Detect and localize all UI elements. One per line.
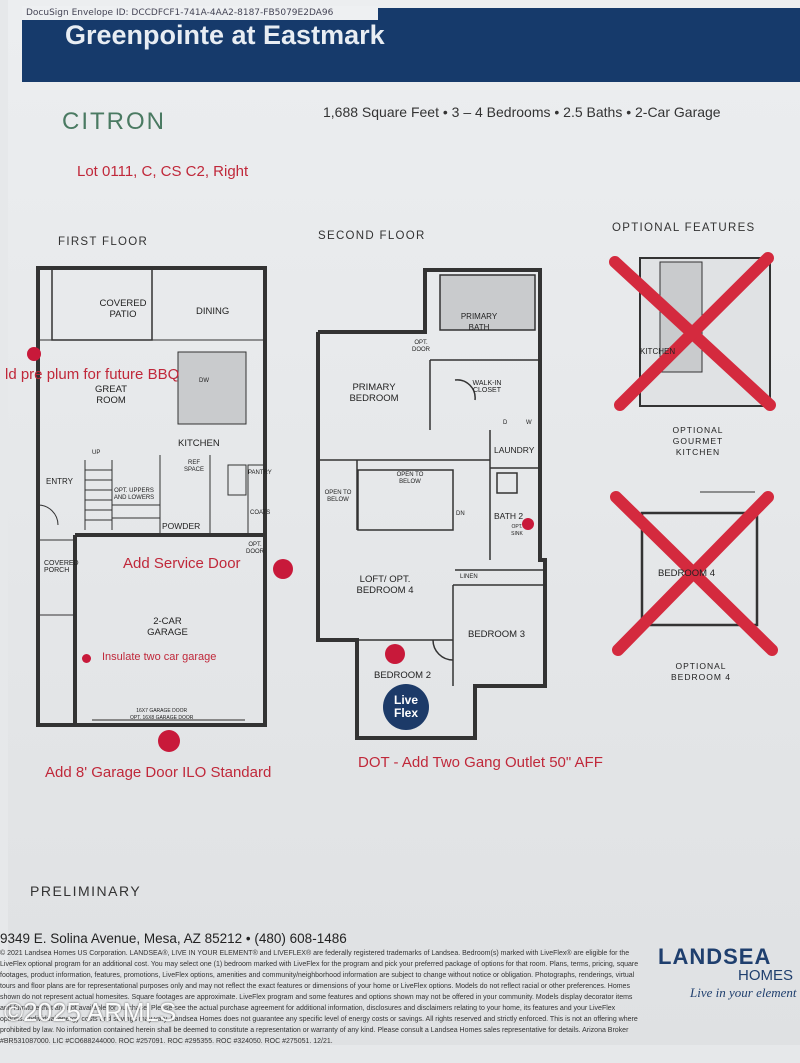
label-opt-uppers: OPT. UPPERS AND LOWERS	[113, 488, 155, 501]
address-phone: 9349 E. Solina Avenue, Mesa, AZ 85212 • …	[0, 931, 347, 946]
label-dryer: D	[503, 420, 508, 426]
room-garage: 2-CAR GARAGE	[147, 616, 188, 638]
plan-specs: 1,688 Square Feet • 3 – 4 Bedrooms • 2.5…	[323, 104, 721, 120]
preliminary-label: PRELIMINARY	[30, 883, 142, 899]
room-kitchen: KITCHEN	[178, 438, 220, 449]
annotation-dot-service-door	[273, 559, 293, 579]
lot-info: Lot 0111, C, CS C2, Right	[77, 163, 249, 180]
label-washer: W	[526, 420, 532, 426]
label-kitchen-img: KITCHEN	[640, 347, 676, 356]
label-opt-sink: OPT. SINK	[511, 524, 523, 537]
room-great-room: GREAT ROOM	[94, 384, 128, 406]
community-title: Greenpointe at Eastmark	[65, 20, 385, 50]
label-linen: LINEN	[460, 574, 478, 580]
legal-fine-print: © 2021 Landsea Homes US Corporation. LAN…	[0, 950, 639, 1045]
landsea-logo: LANDSEA	[658, 944, 772, 969]
label-dw: DW	[199, 378, 209, 384]
armls-watermark: ©2025 ARMLS	[4, 997, 177, 1027]
landsea-logo-sub: HOMES	[738, 967, 794, 984]
liveflex-line-1: Live	[393, 693, 418, 707]
room-primary-bath: PRIMARY BATH	[460, 312, 498, 332]
label-opt-door-2: OPT. DOOR	[412, 340, 430, 353]
paper-sheet	[8, 0, 800, 1045]
optional-bedroom-caption: OPTIONAL BEDROOM 4	[670, 661, 731, 682]
annotation-service-door: Add Service Door	[123, 555, 241, 572]
annotation-dot-garage-door	[158, 730, 180, 752]
tagline: Live in your element	[690, 985, 797, 1000]
liveflex-line-2: Flex	[393, 706, 418, 720]
room-walk-in-closet: WALK-IN CLOSET	[472, 380, 502, 394]
optional-features-heading: OPTIONAL FEATURES	[612, 222, 756, 234]
room-covered-patio: COVERED PATIO	[99, 298, 147, 320]
label-dn: DN	[456, 511, 465, 517]
label-coats: COATS	[250, 510, 271, 516]
kitchen-island	[177, 351, 247, 425]
room-loft: LOFT/ OPT. BEDROOM 4	[356, 574, 414, 596]
room-bath-2: BATH 2	[494, 511, 524, 521]
annotation-dot-insulate	[82, 654, 91, 663]
header-band	[22, 8, 800, 82]
label-open-to-below-1: OPEN TO BELOW	[396, 472, 424, 485]
room-entry: ENTRY	[46, 477, 73, 486]
room-powder: POWDER	[162, 521, 201, 531]
annotation-dot-bbq	[27, 347, 41, 361]
label-ref-space: REF SPACE	[184, 460, 204, 473]
room-laundry: LAUNDRY	[494, 445, 535, 455]
room-dining: DINING	[196, 306, 230, 317]
label-bedroom-img: BEDROOM 4	[658, 568, 716, 579]
annotation-dot-bath	[522, 518, 534, 530]
annotation-outlet: DOT - Add Two Gang Outlet 50" AFF	[358, 754, 603, 771]
first-floor-heading: FIRST FLOOR	[58, 236, 149, 248]
annotation-insulate: Insulate two car garage	[102, 651, 217, 663]
envelope-id: DocuSign Envelope ID: DCCDFCF1-741A-4AA2…	[22, 6, 378, 20]
plan-name: CITRON	[62, 108, 166, 135]
second-floor-heading: SECOND FLOOR	[318, 230, 426, 242]
annotation-dot-outlet	[385, 644, 405, 664]
label-opt-door: OPT. DOOR	[246, 542, 264, 555]
label-pantry: PANTRY	[248, 470, 272, 476]
annotation-garage-door: Add 8' Garage Door ILO Standard	[45, 764, 272, 781]
covered-porch	[37, 539, 76, 616]
label-open-to-below-2: OPEN TO BELOW	[324, 490, 352, 503]
optional-kitchen-caption: OPTIONAL GOURMET KITCHEN	[672, 425, 724, 457]
liveflex-badge: Live Flex	[383, 684, 429, 730]
room-bedroom-2: BEDROOM 2	[374, 670, 432, 681]
label-garage-door: 16X7 GARAGE DOOR OPT. 16X8 GARAGE DOOR	[130, 708, 194, 721]
room-bedroom-3: BEDROOM 3	[468, 629, 526, 640]
room-primary-bedroom: PRIMARY BEDROOM	[349, 382, 399, 404]
annotation-bbq: ld pre plum for future BBQ	[5, 366, 180, 383]
label-up: UP	[92, 450, 101, 456]
room-covered-porch: COVERED PORCH	[44, 560, 79, 574]
